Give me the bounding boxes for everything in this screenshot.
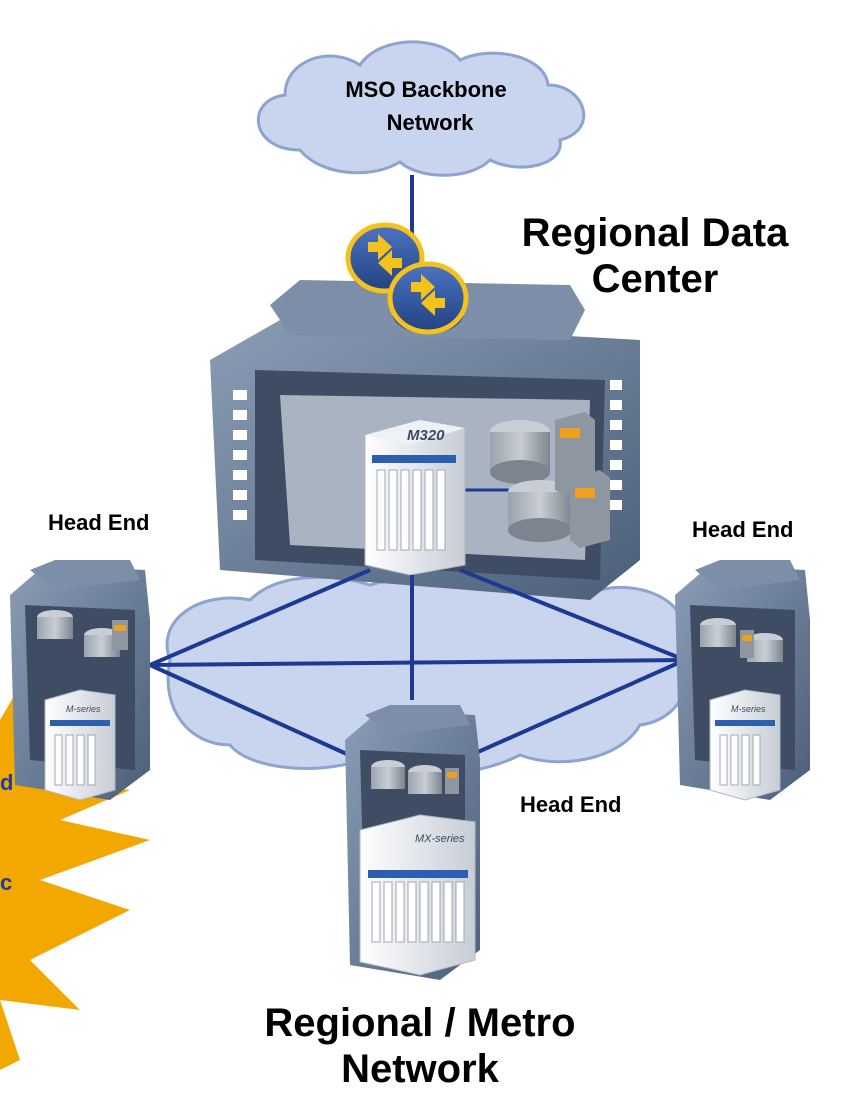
device-label-right: M-series (731, 704, 766, 714)
head-end-label-bottom: Head End (520, 792, 622, 817)
backbone-cloud: MSO Backbone Network (256, 40, 586, 177)
device-label-bottom: MX-series (415, 833, 465, 845)
data-center-title-line-2: Center (591, 257, 719, 301)
mesh-links (149, 568, 686, 762)
router-icon-2 (387, 261, 469, 335)
head-end-label-right: Head End (692, 517, 794, 542)
backbone-label-2: Network (387, 110, 475, 135)
data-center-title: Regional Data Center (470, 210, 840, 302)
m320-router: M320 (364, 419, 466, 576)
backbone-label-1: MSO Backbone (345, 77, 506, 102)
head-end-right: M-series (675, 560, 810, 801)
device-label-left: M-series (66, 704, 101, 714)
head-end-label-left: Head End (48, 510, 150, 535)
data-center-title-line-1: Regional Data (521, 211, 789, 255)
metro-title-line-2: Network (341, 1047, 499, 1091)
storage-servers (460, 412, 610, 548)
head-end-bottom: MX-series (345, 705, 480, 980)
m320-label: M320 (407, 427, 445, 444)
metro-title-line-1: Regional / Metro (264, 1001, 576, 1045)
metro-network-title: Regional / Metro Network (220, 1000, 620, 1092)
burst-text-2: c (0, 870, 12, 895)
burst-text-1: d (0, 770, 13, 795)
head-end-left: M-series (10, 560, 150, 801)
